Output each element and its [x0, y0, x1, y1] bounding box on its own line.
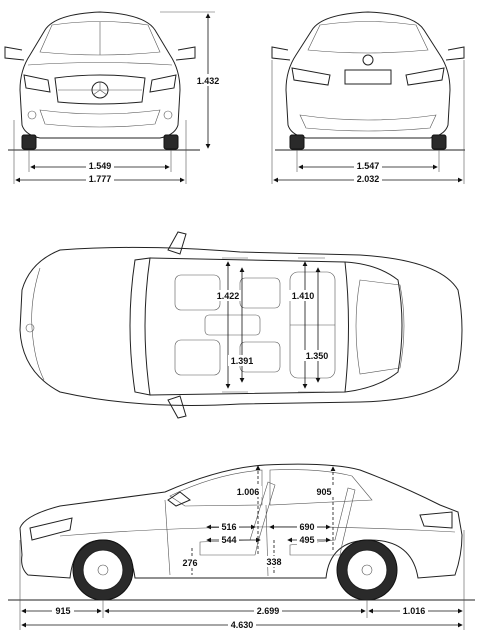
front-seat-travel-label: 544: [221, 535, 236, 545]
front-hip-label: 1.391: [231, 356, 254, 366]
front-width-dimensions: 1.549 1.777: [13, 120, 187, 184]
front-headroom-label: 1.006: [237, 487, 260, 497]
rear-seat-depth-label: 495: [299, 535, 314, 545]
rear-headroom-label: 905: [316, 487, 331, 497]
side-view-drawing: [8, 463, 475, 601]
rear-overhang-label: 1.016: [403, 606, 426, 616]
rear-track-label: 1.547: [357, 161, 380, 171]
side-interior-dimensions: 1.006 905 516 544 690 495 276 338: [178, 465, 336, 575]
front-seat-depth-label: 516: [221, 522, 236, 532]
front-overhang-label: 915: [55, 606, 70, 616]
rear-legroom-label: 690: [299, 522, 314, 532]
side-length-dimensions: 915 2.699 1.016 4.630: [19, 530, 465, 630]
overall-width-label: 1.777: [89, 174, 112, 184]
top-view-dimensions: 1.422 1.391 1.410 1.350: [214, 257, 331, 393]
rear-hip-label: 1.350: [306, 351, 329, 361]
rear-shoulder-label: 1.410: [292, 291, 315, 301]
top-view-drawing: [19, 231, 463, 419]
front-height-dimension: 1.432: [160, 11, 222, 149]
front-view-drawing: [4, 11, 200, 151]
rear-width-dimensions: 1.547 2.032: [271, 60, 465, 184]
front-height-label: 1.432: [197, 76, 220, 86]
rear-seat-height-label: 338: [266, 557, 281, 567]
rear-view-drawing: [271, 11, 465, 151]
overall-length-label: 4.630: [231, 620, 254, 630]
front-shoulder-label: 1.422: [217, 291, 240, 301]
mirror-width-label: 2.032: [357, 174, 380, 184]
wheelbase-label: 2.699: [257, 606, 280, 616]
front-seat-height-label: 276: [182, 558, 197, 568]
front-track-label: 1.549: [89, 161, 112, 171]
